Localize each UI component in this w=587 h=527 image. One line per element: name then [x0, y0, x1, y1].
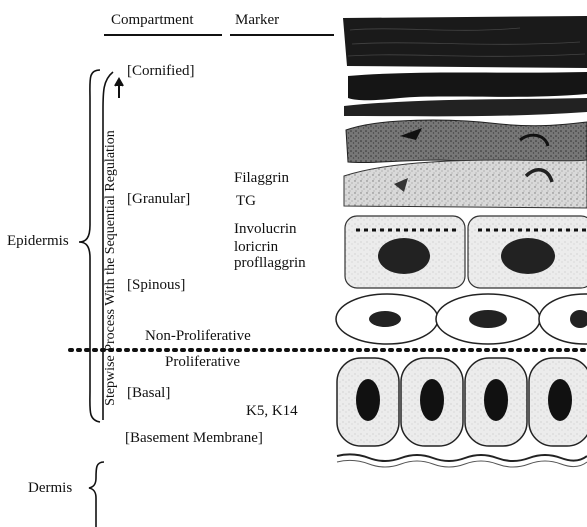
spinous-nucleus-2 [501, 238, 555, 274]
dermis-label: Dermis [28, 481, 72, 496]
spinous-nucleus-1 [378, 238, 430, 274]
dermis-brace-icon [89, 462, 104, 527]
proliferative-label: Proliferative [165, 355, 240, 370]
epidermis-brace-icon [79, 70, 100, 422]
cornified-layer-lower [344, 98, 587, 116]
marker-filaggrin: Filaggrin [234, 171, 289, 186]
marker-loricrin: loricrin [234, 240, 278, 255]
cornified-layer-top [343, 16, 587, 68]
marker-involucrin: Involucrin [234, 222, 296, 237]
marker-k5-k14: K5, K14 [246, 404, 298, 419]
process-axis-arrow-icon [115, 79, 123, 98]
basal-cell-layer [337, 358, 587, 446]
basement-membrane-line [337, 454, 587, 461]
compartment-granular: [Granular] [127, 192, 190, 207]
granular-layer-lower [344, 160, 587, 208]
non-proliferative-label: Non-Proliferative [145, 329, 251, 344]
compartment-cornified: [Cornified] [127, 64, 194, 79]
marker-profilaggrin: profllaggrin [234, 256, 306, 271]
epidermis-label: Epidermis [7, 234, 69, 249]
compartment-spinous: [Spinous] [127, 278, 185, 293]
cornified-layer-middle [348, 72, 587, 100]
granular-layer-upper [346, 120, 587, 163]
process-axis-label: Stepwise Process With the Sequential Reg… [104, 108, 118, 428]
marker-tg: TG [236, 194, 256, 209]
compartment-basal: [Basal] [127, 386, 170, 401]
compartment-basement-membrane: [Basement Membrane] [125, 431, 263, 446]
